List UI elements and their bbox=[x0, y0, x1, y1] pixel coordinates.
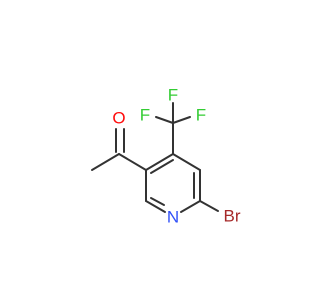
bond-ring-n-c6-inner bbox=[150, 197, 165, 206]
bond-c-br bbox=[199, 200, 219, 212]
oxygen-atom-label: O bbox=[112, 109, 125, 128]
bond-ring-c2-n bbox=[180, 200, 201, 213]
bond-ring-c5-c4-inner bbox=[150, 159, 174, 174]
bromine-atom-label: Br bbox=[224, 207, 241, 226]
bond-methyl-carbonyl bbox=[91, 153, 120, 171]
bond-c-f-left bbox=[155, 116, 174, 124]
bond-c-f-right bbox=[172, 116, 191, 124]
fluorine-atom-label-right: F bbox=[196, 106, 206, 125]
fluorine-atom-label-left: F bbox=[140, 106, 150, 125]
bond-ring-c4-c3 bbox=[172, 153, 201, 171]
molecule-structure: O F F F N Br bbox=[91, 86, 241, 227]
fluorine-atom-label-top: F bbox=[168, 86, 178, 105]
nitrogen-atom-label: N bbox=[167, 208, 179, 227]
bond-ring-c5-c4 bbox=[145, 153, 174, 171]
bond-carbonyl-ring bbox=[118, 153, 147, 171]
bond-ring-n-c6 bbox=[145, 200, 166, 213]
